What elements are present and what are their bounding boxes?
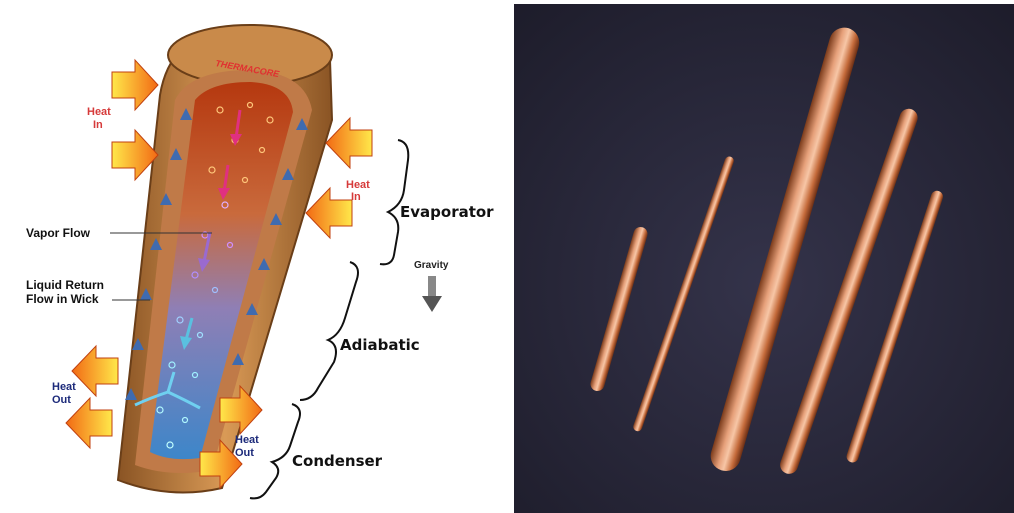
- photo-background: [514, 4, 1014, 513]
- heat-in-arrows-left: [112, 60, 158, 180]
- photo-svg: [514, 4, 1014, 513]
- heat-out-label-right-line1: Heat: [235, 434, 259, 446]
- condenser-label: Condenser: [292, 452, 383, 470]
- heat-in-label-left-line1: Heat: [87, 106, 111, 118]
- heat-in-label-right-line1: Heat: [346, 179, 370, 191]
- diagram-svg: THERMACORE: [0, 0, 510, 513]
- heat-out-label-left-line1: Heat: [52, 381, 76, 393]
- evaporator-label: Evaporator: [400, 203, 494, 221]
- heat-in-label-left-line2: In: [93, 119, 103, 131]
- heat-pipe-diagram: THERMACORE: [0, 0, 510, 513]
- heat-in-label-right-line2: In: [351, 191, 361, 203]
- gravity-label: Gravity: [414, 260, 449, 271]
- heat-out-arrows-left: [66, 346, 118, 448]
- heat-out-label-right-line2: Out: [235, 447, 254, 459]
- heat-out-label-left-line2: Out: [52, 394, 71, 406]
- vapor-flow-label: Vapor Flow: [26, 226, 91, 240]
- liquid-return-label-line2: Flow in Wick: [26, 292, 99, 306]
- copper-heat-pipes-photo: [514, 4, 1014, 513]
- adiabatic-label: Adiabatic: [340, 336, 420, 354]
- gravity-arrow-icon: [422, 276, 442, 312]
- liquid-return-label-line1: Liquid Return: [26, 278, 104, 292]
